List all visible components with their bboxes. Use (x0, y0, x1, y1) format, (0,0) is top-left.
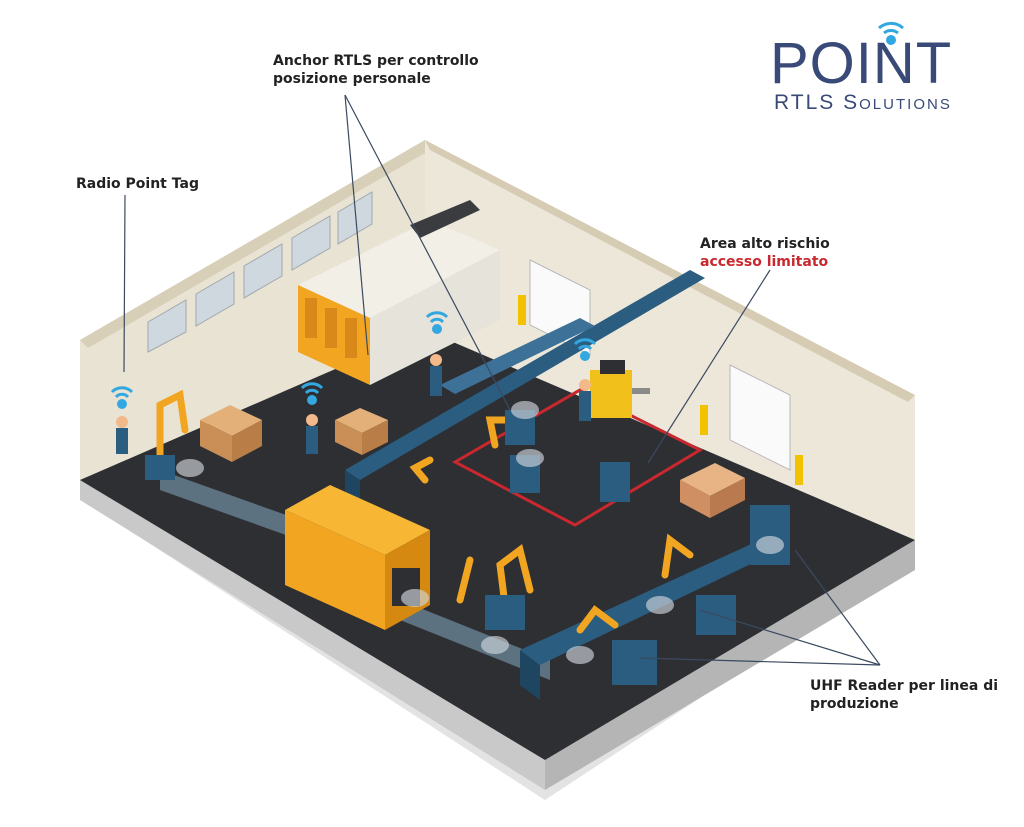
forklift (590, 360, 650, 418)
uhf-reader-label-line2: produzione (810, 696, 899, 712)
machine-bases (145, 410, 790, 685)
workers (116, 354, 591, 454)
back-right-wall-top (425, 140, 915, 402)
point-rtls-logo: POINT RTLS Solutions (764, 18, 994, 118)
uhf-reader-label-line1: UHF Reader per linea di (810, 678, 999, 694)
floor (80, 330, 915, 760)
robot-arms (156, 389, 694, 634)
radio-point-tag-label: Radio Point Tag (76, 176, 199, 192)
restricted-area-label-line2: accesso limitato (700, 254, 829, 270)
restricted-area-outline (451, 388, 704, 527)
uhf-reader-gates (176, 401, 784, 664)
rtls-tag-signals (110, 311, 597, 409)
anchor-rtls-label-line1: Anchor RTLS per controllo (273, 53, 479, 69)
anchor-rtls-label: Anchor RTLS per controllo posizione pers… (273, 52, 479, 88)
wall-windows (147, 191, 373, 353)
callout-lines (123, 94, 881, 666)
uhf-reader-label: UHF Reader per linea di produzione (810, 677, 998, 713)
pallets-of-boxes (200, 405, 745, 518)
back-left-wall-top (80, 140, 430, 348)
back-right-wall (425, 140, 915, 540)
wifi-pin-icon (878, 21, 904, 45)
logo-wordmark: POINT (770, 31, 953, 96)
restricted-area-label-line1: Area alto rischio (700, 236, 830, 252)
paint-booth (298, 200, 500, 385)
slab-right-side (545, 540, 915, 790)
logo-subtitle: RTLS Solutions (774, 91, 952, 114)
restricted-area-label: Area alto rischio accesso limitato (700, 235, 830, 271)
anchor-rtls-label-line2: posizione personale (273, 71, 431, 87)
